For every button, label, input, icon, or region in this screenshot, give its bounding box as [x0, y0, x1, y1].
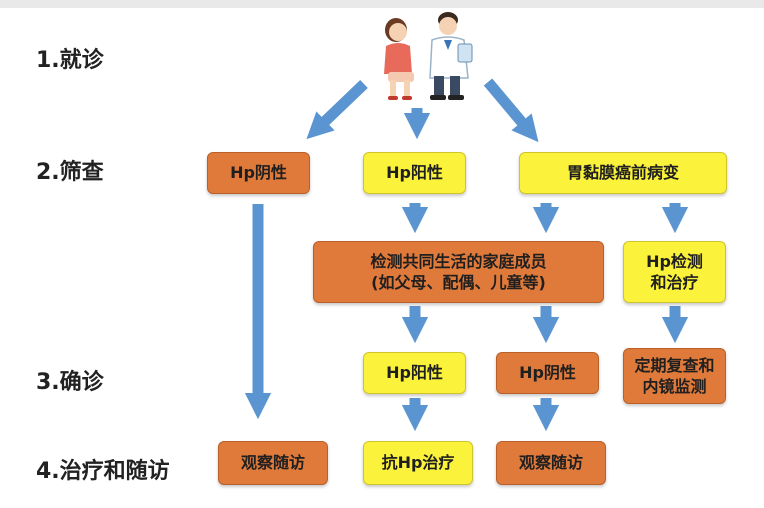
step-label-4: 4.治疗和随访 [36, 459, 170, 484]
anti-hp-treatment-box: 抗Hp治疗 [363, 441, 473, 485]
arrow-to-hp-negative [306, 80, 368, 140]
followup-line-2: 内镜监测 [642, 377, 707, 396]
hp-positive-screening-box: Hp阳性 [363, 152, 466, 194]
observe-followup-right-box: 观察随访 [496, 441, 606, 485]
followup-endoscopy-box: 定期复查和 内镜监测 [623, 348, 726, 404]
family-testing-line-2: (如父母、配偶、儿童等) [371, 273, 546, 292]
patient-icon [384, 18, 414, 100]
step-label-3: 3.确诊 [36, 370, 104, 395]
step-label-2: 2.筛查 [36, 160, 104, 185]
consultation-illustration [384, 12, 473, 100]
family-testing-line-1: 检测共同生活的家庭成员 [370, 251, 547, 271]
hp-positive-confirm-box: Hp阳性 [363, 352, 466, 394]
observe-followup-left-box: 观察随访 [218, 441, 328, 485]
arrow-to-precancerous [483, 78, 539, 143]
family-testing-box: 检测共同生活的家庭成员 (如父母、配偶、儿童等) [313, 241, 604, 303]
doctor-icon [429, 12, 473, 100]
hp-negative-screening-box: Hp阴性 [207, 152, 310, 194]
followup-line-1: 定期复查和 [634, 355, 715, 375]
top-bar [0, 0, 764, 8]
hp-test-and-treat-box: Hp检测 和治疗 [623, 241, 726, 303]
step-label-1: 1.就诊 [36, 48, 104, 73]
hp-test-and-treat-line-2: 和治疗 [650, 273, 699, 292]
precancerous-lesion-box: 胃黏膜癌前病变 [519, 152, 727, 194]
hp-negative-confirm-box: Hp阴性 [496, 352, 599, 394]
hp-test-and-treat-line-1: Hp检测 [646, 251, 703, 271]
